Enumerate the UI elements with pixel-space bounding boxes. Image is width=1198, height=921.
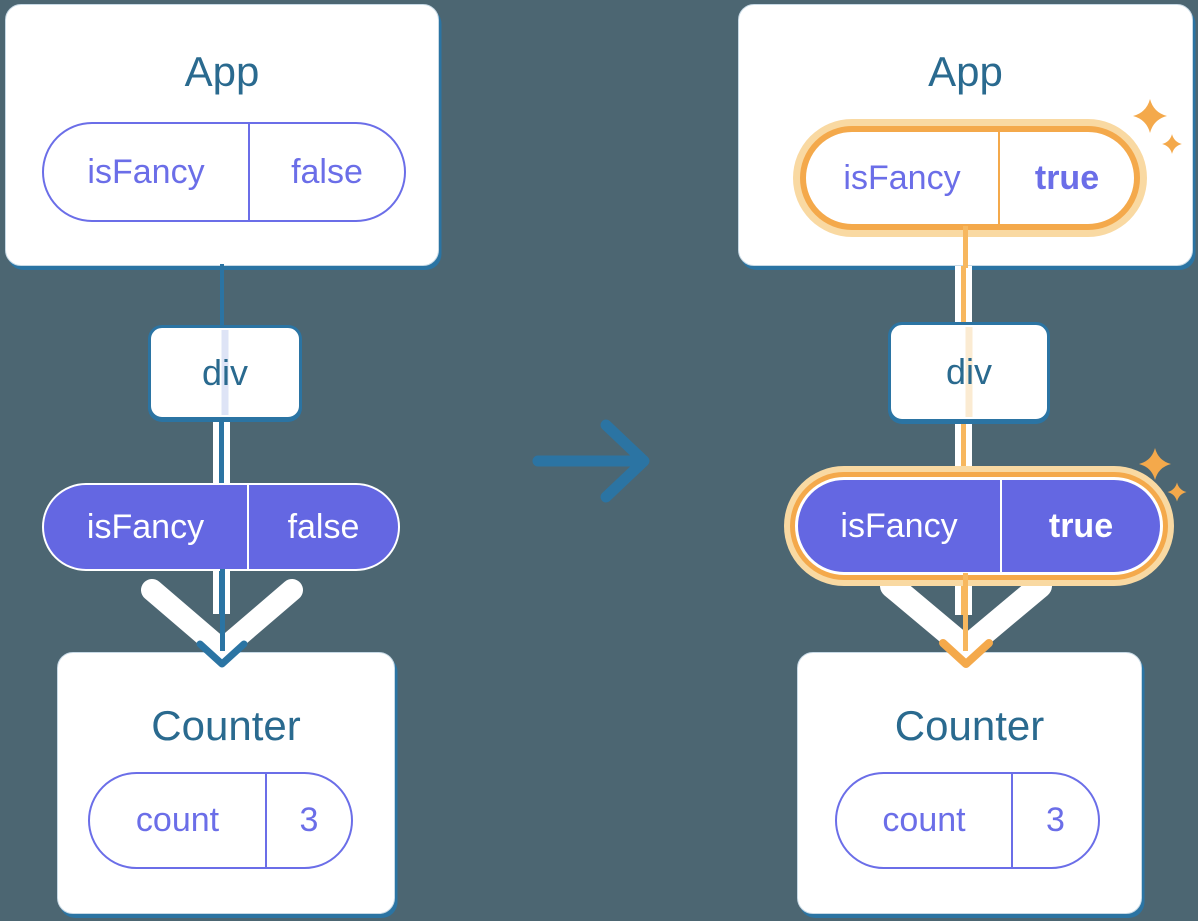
prop-flow-line: [965, 327, 973, 417]
div-label: div: [945, 351, 993, 392]
div-to-prop-pipe: [955, 420, 972, 480]
blue-arrowhead-icon: [196, 640, 248, 668]
div-node: div: [148, 325, 302, 420]
prop-value: false: [287, 507, 360, 546]
transition-arrow-icon: [532, 419, 650, 503]
app-state-pill: isFancy false: [42, 122, 406, 222]
div-label: div: [201, 351, 249, 393]
prop-name: isFancy: [44, 485, 249, 569]
prop-value: true: [1048, 506, 1114, 545]
state-name: isFancy: [806, 132, 1000, 224]
state-name: count: [837, 774, 1013, 867]
state-value: 3: [1046, 801, 1065, 839]
state-name: count: [90, 774, 267, 867]
prop-arrow-shaft: [220, 569, 225, 651]
sparkle-icon: [1139, 448, 1187, 502]
counter-title: Counter: [894, 702, 1045, 749]
state-value: false: [291, 152, 363, 191]
app-to-div-pipe: [955, 266, 972, 326]
prop-name: isFancy: [798, 480, 1002, 572]
orange-arrowhead-icon: [939, 639, 993, 668]
prop-flow-line: [221, 330, 229, 415]
state-name: isFancy: [44, 124, 250, 220]
app-title: App: [184, 48, 260, 95]
counter-state-pill: count 3: [88, 772, 353, 869]
counter-state-pill: count 3: [835, 772, 1100, 869]
app-to-div-connector: [220, 264, 224, 327]
prop-arrow-shaft: [963, 573, 968, 651]
div-to-prop-pipe: [213, 418, 230, 485]
sparkle-icon: [1133, 99, 1182, 154]
state-value: true: [1034, 158, 1100, 197]
passed-prop-pill: isFancy false: [42, 483, 400, 571]
state-value: 3: [299, 801, 319, 839]
app-state-pill-highlighted: isFancy true: [800, 126, 1140, 230]
app-title: App: [928, 48, 1003, 95]
counter-title: Counter: [151, 702, 301, 749]
div-node: div: [888, 322, 1050, 422]
passed-prop-pill-highlighted: isFancy true: [795, 477, 1163, 575]
state-flow-line: [963, 226, 968, 268]
